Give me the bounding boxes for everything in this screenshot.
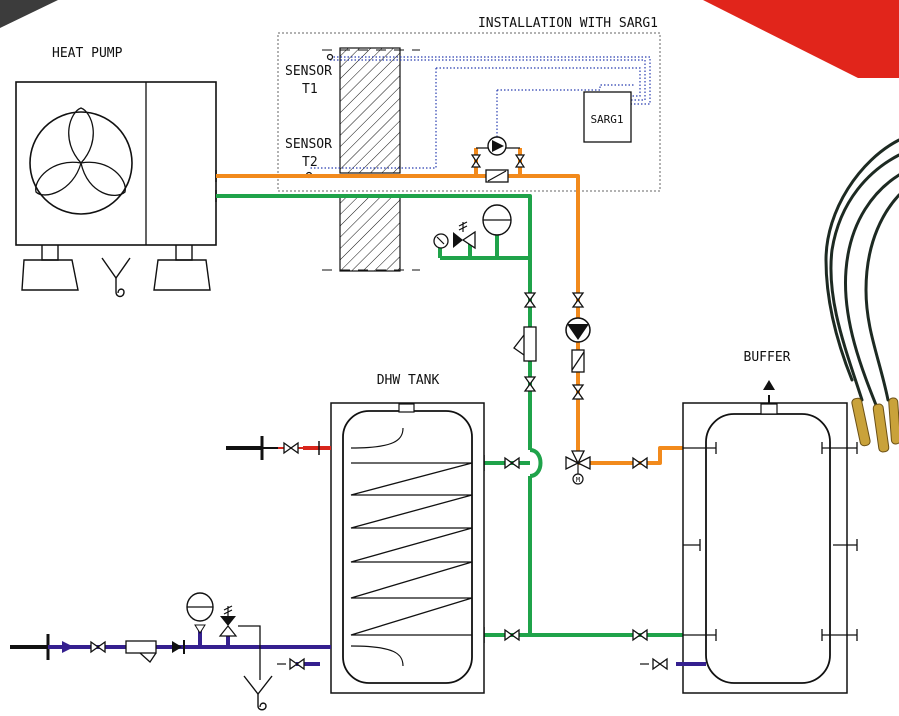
dhw-coil-valve-icon bbox=[504, 457, 520, 469]
sarg1-controller bbox=[583, 91, 632, 143]
sensor-t1-point bbox=[326, 53, 334, 61]
cold-water-inlet bbox=[10, 625, 331, 680]
cold-drain-icon bbox=[243, 675, 273, 711]
wall bbox=[322, 47, 420, 272]
circulation-pump-icon bbox=[487, 136, 507, 156]
supply-valve-bottom-icon bbox=[572, 384, 584, 400]
cold-check-valve-icon bbox=[172, 640, 185, 654]
sensor-t2-label-line1: SENSOR bbox=[285, 137, 332, 152]
frame-valve-right-icon bbox=[514, 154, 526, 168]
pump-icon bbox=[565, 317, 591, 343]
buffer-supply-valve-icon bbox=[632, 457, 648, 469]
installation-frame bbox=[277, 32, 661, 192]
hot-water-outlet bbox=[226, 436, 331, 460]
supply-valve-top-icon bbox=[572, 292, 584, 308]
buffer-label: BUFFER bbox=[744, 350, 791, 365]
cold-safety-valve-icon bbox=[218, 605, 238, 637]
return-valve-top-icon bbox=[524, 292, 536, 308]
hot-water-valve-icon bbox=[283, 442, 299, 454]
probe-tips bbox=[851, 397, 899, 453]
buffer-return-valve-icon bbox=[632, 629, 648, 641]
dhw-tank bbox=[330, 402, 485, 694]
signal-lines bbox=[310, 56, 651, 169]
check-valve-icon bbox=[571, 349, 585, 373]
cold-water-valve-icon bbox=[90, 641, 106, 653]
heat-pump-label: HEAT PUMP bbox=[52, 46, 123, 61]
svg-text:M: M bbox=[576, 476, 580, 484]
fan-icon bbox=[29, 107, 133, 215]
frame-check-valve-icon bbox=[485, 169, 509, 183]
sensor-t1-label-line1: SENSOR bbox=[285, 64, 332, 79]
flow-arrow-icon bbox=[62, 641, 74, 653]
dhw-return-valve-icon bbox=[504, 629, 520, 641]
temperature-probe-icon bbox=[824, 138, 899, 412]
cold-filter-icon bbox=[125, 640, 157, 663]
buffer-drain-valve-icon bbox=[652, 658, 668, 670]
dhw-drain-valve-icon bbox=[289, 658, 305, 670]
sarg1-label: SARG1 bbox=[590, 113, 623, 126]
drain-icon bbox=[101, 257, 131, 298]
frame-valve-left-icon bbox=[470, 154, 482, 168]
corner-accent-gray bbox=[0, 0, 58, 28]
buffer-tank bbox=[682, 402, 858, 694]
sensor-t2-label-line2: T2 bbox=[302, 155, 318, 170]
return-valve-bottom-icon bbox=[524, 376, 536, 392]
safety-valve-icon bbox=[453, 221, 476, 250]
expansion-vessel-icon bbox=[482, 204, 512, 236]
sensor-t1-label-line2: T1 bbox=[302, 82, 318, 97]
pressure-gauge-icon bbox=[433, 233, 449, 249]
heat-pump-unit bbox=[15, 81, 217, 298]
installation-title: INSTALLATION WITH SARG1 bbox=[478, 16, 658, 31]
dhw-tank-label: DHW TANK bbox=[377, 373, 440, 388]
return-pipe bbox=[216, 194, 683, 637]
corner-accent-red bbox=[703, 0, 899, 78]
filter-icon bbox=[513, 326, 537, 362]
three-way-valve-icon: M bbox=[565, 450, 591, 485]
cold-expansion-vessel-icon bbox=[186, 592, 214, 634]
